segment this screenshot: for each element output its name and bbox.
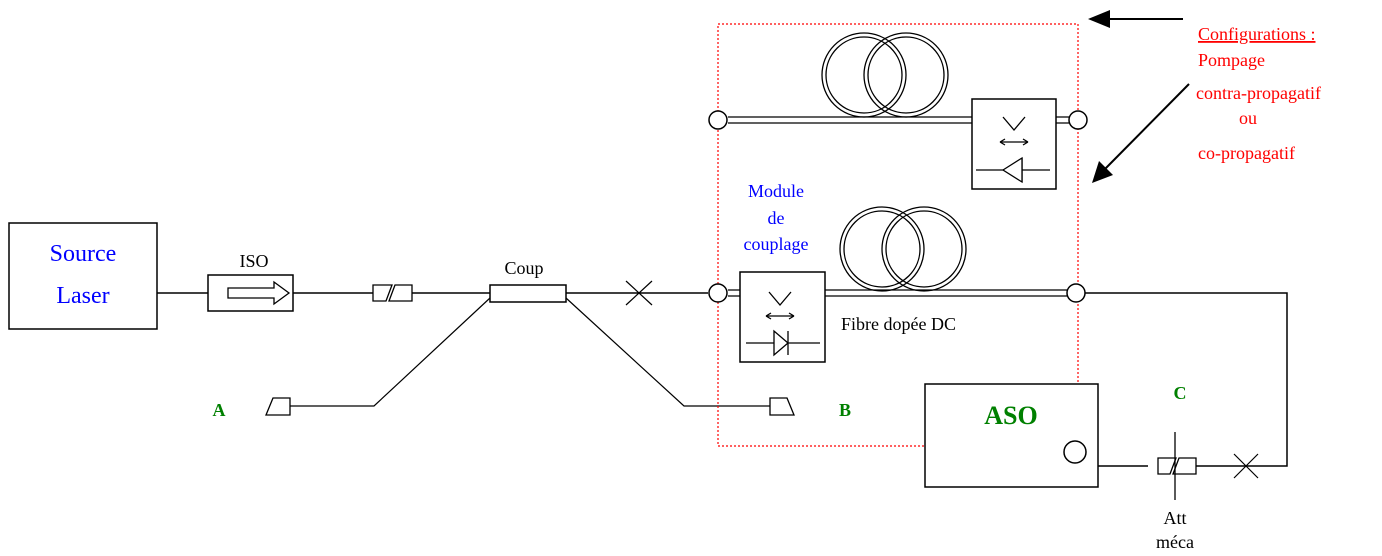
coupler-label: Coup [504,258,543,278]
module-label-line3: couplage [744,234,809,254]
port-b-label: B [839,400,851,420]
configurations-line3: ou [1239,108,1257,128]
lower-left-splice-circle [708,283,728,303]
arrow-to-upper-icon [1088,10,1183,28]
configurations-line4: co-propagatif [1198,143,1295,163]
lower-coupling-module [739,271,826,363]
fiber-connector [372,284,413,302]
configurations-line1: Pompage [1198,50,1265,70]
splice-mark [625,280,653,306]
branch-a-line [290,297,491,407]
aso-label: ASO [984,401,1037,430]
port-a-label: A [213,400,226,420]
att-label-line1: Att [1163,508,1186,528]
source-laser-box: Source Laser [8,222,158,330]
splice-mark-2 [1233,453,1259,479]
main-fiber-line [157,292,1288,467]
configurations-title: Configurations : [1198,24,1316,44]
module-label-line2: de [768,208,785,228]
source-laser-label-line1: Source [50,241,117,267]
lower-configuration: Module de couplage Fibre dopée DC [708,181,1086,363]
upper-fiber-coil-icon [821,32,949,118]
upper-configuration [708,32,1088,190]
port-c-label: C [1174,383,1187,403]
upper-left-splice-circle [708,110,728,130]
port-b-connector [769,397,795,416]
aso-box: ASO [924,383,1099,488]
lower-right-splice-circle [1066,283,1086,303]
aso-input-port [1063,440,1087,464]
lower-diode-icon [773,329,789,357]
isolator: ISO [207,251,294,312]
configuration-dashed-box [717,23,1079,447]
iso-label: ISO [239,251,268,271]
att-label-line2: méca [1156,532,1194,552]
lower-fiber-coil-icon [839,206,967,292]
branch-b-line [565,297,770,407]
upper-diode-icon [1001,156,1023,184]
module-label-line1: Module [748,181,804,201]
coupler: Coup [489,258,567,303]
upper-coupling-module [971,98,1057,190]
configurations-annotation: Configurations : Pompage contra-propagat… [1088,10,1321,183]
mechanical-attenuator: C Att méca [1156,383,1197,552]
arrow-to-lower-icon [1092,83,1190,183]
fiber-label: Fibre dopée DC [841,314,956,334]
isolator-arrow-icon [227,280,291,306]
upper-right-splice-circle [1068,110,1088,130]
port-a-connector [265,397,291,416]
configurations-line2: contra-propagatif [1196,83,1321,103]
source-laser-label-line2: Laser [56,283,109,309]
